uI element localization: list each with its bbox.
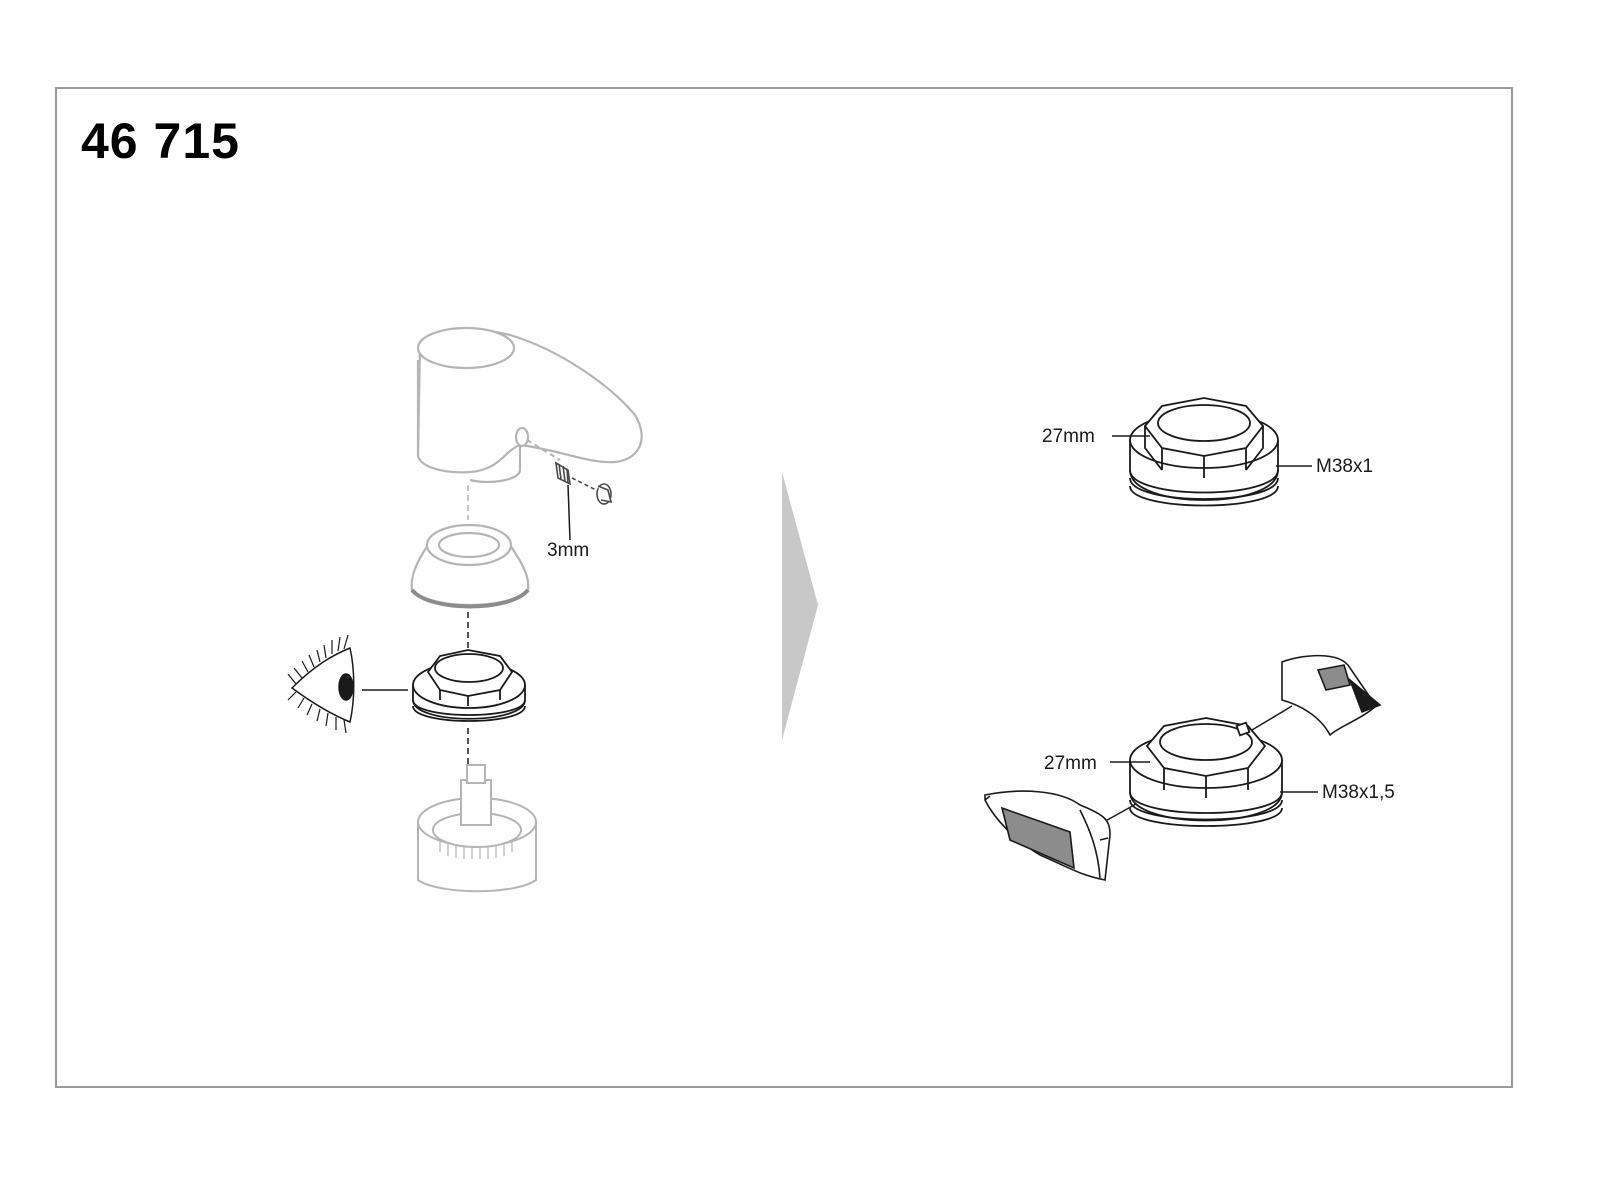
thread-label-bottom: M38x1,5 bbox=[1322, 782, 1395, 803]
escutcheon-cap bbox=[410, 523, 530, 609]
exploded-view: 3mm bbox=[287, 326, 643, 893]
screw-cap bbox=[596, 483, 613, 505]
cartridge bbox=[417, 764, 537, 893]
eye-icon bbox=[287, 634, 355, 734]
wrench-size-label-top: 27mm bbox=[1042, 426, 1095, 447]
grub-screw bbox=[554, 461, 597, 491]
step-arrow bbox=[782, 472, 818, 740]
screw-label-leader bbox=[567, 484, 571, 541]
detail-notch-closeup bbox=[1281, 654, 1382, 737]
part-number-title: 46 715 bbox=[81, 113, 240, 169]
adapter-m38x1 bbox=[1129, 397, 1279, 507]
lever-handle bbox=[416, 326, 643, 484]
hex-nut-adapter-left bbox=[412, 649, 526, 722]
page-frame bbox=[55, 87, 1513, 1088]
wrench-size-label-bottom: 27mm bbox=[1044, 753, 1097, 774]
screw-size-label: 3mm bbox=[547, 540, 589, 561]
detail-leader-notch bbox=[1251, 705, 1293, 731]
thread-label-top: M38x1 bbox=[1316, 456, 1373, 477]
detail-thread-closeup bbox=[984, 790, 1111, 881]
adapter-m38x1-5 bbox=[1129, 717, 1283, 827]
